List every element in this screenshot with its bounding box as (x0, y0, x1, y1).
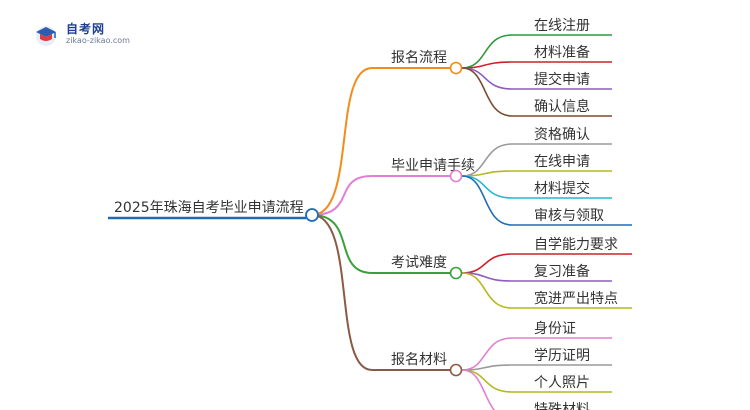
leaf-label-1-2[interactable]: 材料提交 (534, 180, 590, 197)
leaf-connector-0-0 (461, 34, 513, 69)
branch-node-2[interactable] (449, 266, 463, 280)
leaf-connector-1-3 (461, 175, 513, 226)
leaf-label-1-3[interactable]: 审核与领取 (534, 208, 604, 224)
leaf-connector-3-1 (461, 364, 513, 371)
leaf-label-2-2[interactable]: 宽进严出特点 (534, 290, 618, 307)
branch-connector-1 (311, 175, 373, 216)
leaf-connector-0-1 (461, 61, 513, 69)
leaf-label-3-1[interactable]: 学历证明 (534, 348, 590, 364)
leaf-label-0-3[interactable]: 确认信息 (534, 98, 590, 115)
branch-label-1[interactable]: 毕业申请手续 (391, 157, 475, 174)
graduation-cap-icon (36, 26, 56, 46)
leaf-label-1-1[interactable]: 在线申请 (534, 154, 590, 170)
branch-label-2[interactable]: 考试难度 (391, 255, 447, 271)
leaf-label-1-0[interactable]: 资格确认 (534, 127, 590, 143)
branch-node-3[interactable] (449, 363, 463, 377)
leaf-label-3-2[interactable]: 个人照片 (534, 375, 590, 391)
leaf-connector-3-3 (461, 369, 496, 410)
branch-connector-3 (311, 214, 373, 371)
leaf-label-2-0[interactable]: 自学能力要求 (534, 237, 618, 253)
leaf-connector-2-2 (461, 272, 513, 309)
leaf-connector-0-3 (461, 67, 513, 117)
leaf-label-0-2[interactable]: 提交申请 (534, 71, 590, 88)
leaf-label-2-1[interactable]: 复习准备 (534, 263, 590, 280)
leaf-label-3-3[interactable]: 特殊材料 (534, 402, 590, 410)
leaf-label-0-1[interactable]: 材料准备 (534, 44, 590, 61)
branch-node-1[interactable] (449, 169, 463, 183)
branch-connector-0 (311, 67, 373, 216)
leaf-connector-2-0 (461, 253, 513, 274)
branch-connector-2 (311, 214, 373, 274)
leaf-connector-1-2 (461, 175, 513, 199)
logo-subtitle: zikao-zikao.com (66, 36, 130, 45)
root-node[interactable] (305, 208, 319, 222)
root-label: 2025年珠海自考毕业申请流程 (114, 200, 304, 216)
branch-label-3[interactable]: 报名材料 (391, 352, 447, 368)
branch-node-0[interactable] (449, 61, 463, 75)
leaf-connector-0-2 (461, 67, 513, 90)
leaf-connector-3-2 (461, 369, 513, 393)
branch-label-0[interactable]: 报名流程 (391, 50, 447, 66)
leaf-label-0-0[interactable]: 在线注册 (534, 18, 590, 34)
leaf-label-3-0[interactable]: 身份证 (534, 321, 576, 337)
logo-title: 自考网 (66, 22, 106, 36)
site-logo[interactable]: 自考网 zikao-zikao.com (34, 18, 144, 54)
